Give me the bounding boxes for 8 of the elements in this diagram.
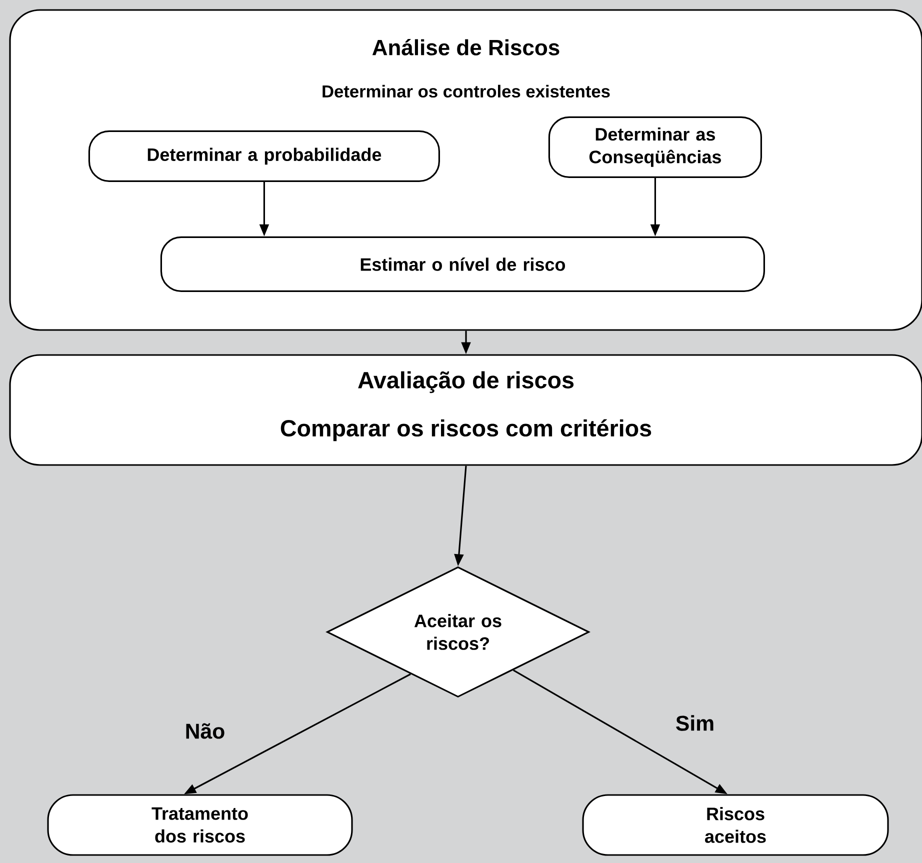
- process-box: Estimar o nível de risco: [160, 236, 765, 292]
- edge-label: Sim: [676, 715, 714, 731]
- process-box: Riscos aceitos: [582, 794, 889, 856]
- process-box: Determinar a probabilidade: [88, 130, 440, 182]
- process-box: Avaliação de riscos Comparar os riscos com critérios: [9, 354, 922, 466]
- process-box: Determinar as Conseqüências: [548, 116, 762, 178]
- edge-label: Não: [186, 723, 224, 739]
- process-box: Tratamento dos riscos: [47, 794, 353, 856]
